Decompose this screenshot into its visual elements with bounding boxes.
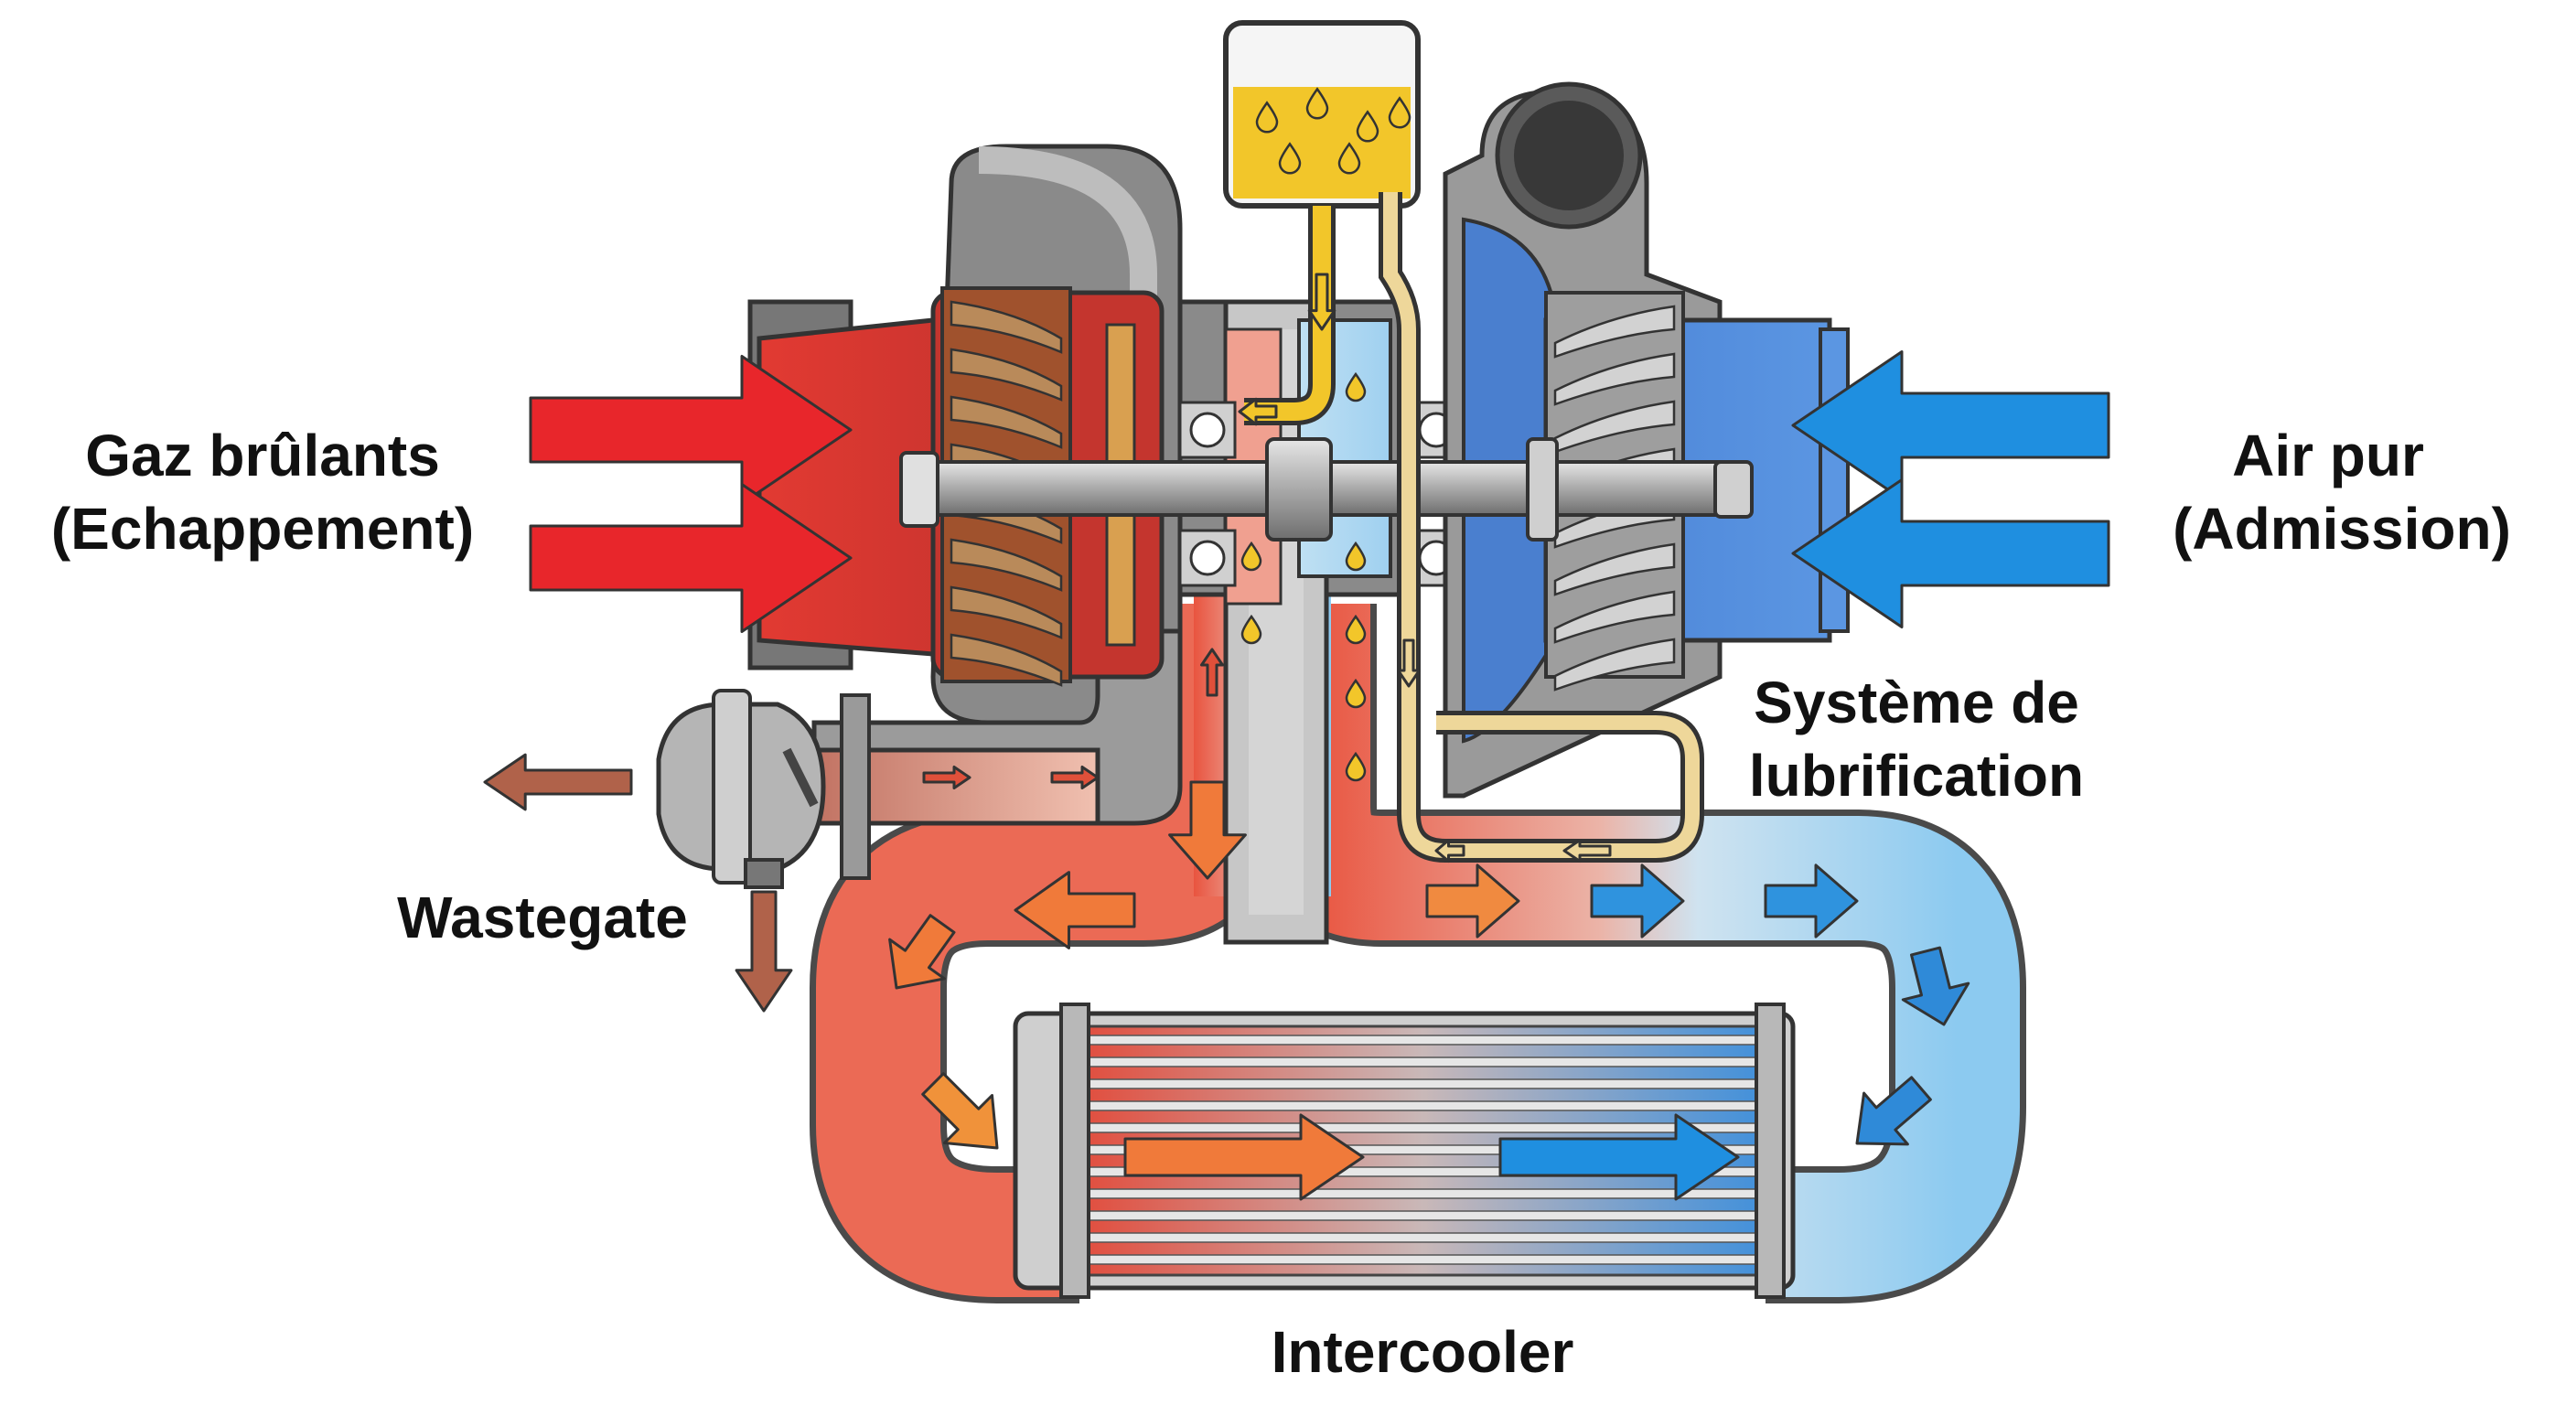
exhaust-arrow-upper (529, 355, 853, 505)
oil-drop (1345, 541, 1367, 572)
tank-oil-drop (1337, 142, 1361, 175)
turbine-blade (950, 538, 1063, 592)
turbo-shaft (899, 437, 1754, 542)
oil-flow-arrows (1238, 273, 1612, 863)
core-tube (1074, 1100, 1771, 1111)
bearing-ball (1189, 540, 1226, 576)
oil-drop (1240, 614, 1262, 645)
compressor-blade (1553, 638, 1676, 692)
tank-oil-drop (1255, 101, 1279, 134)
exhaust-arrow-lower (529, 483, 853, 633)
pipe-arrow-hot-left (1014, 871, 1136, 949)
turbine-blade (950, 300, 1063, 354)
tank-oil-drop (1388, 96, 1411, 129)
oil-return-arrow-left2 (1434, 839, 1465, 863)
tank-oil-drop (1278, 142, 1302, 175)
turbine-blade (950, 348, 1063, 402)
oil-return-arrow (1397, 638, 1421, 688)
intake-label-line2: (Admission) (2173, 496, 2511, 562)
compressor-blade (1553, 305, 1676, 359)
oil-arrow-left (1238, 397, 1278, 426)
compressor-blade (1553, 542, 1676, 596)
oil-drops (1240, 371, 1367, 782)
lubrication-label-line1: Système de (1754, 670, 2079, 735)
oil-drop (1345, 751, 1367, 782)
labels: Gaz brûlants (Echappement) Air pur (Admi… (51, 423, 2511, 1385)
wastegate-label: Wastegate (397, 885, 688, 950)
exhaust-label-line1: Gaz brûlants (85, 423, 440, 488)
pipe-arrow-cold-down (1901, 946, 1970, 1026)
pipe-arrow-hot-in (921, 1072, 999, 1150)
lubrication-label-line2: lubrification (1749, 743, 2084, 809)
wg-arrow-2 (1050, 766, 1100, 789)
pipe-arrow-hot-down (1168, 780, 1247, 880)
bearing-ball (1189, 412, 1226, 448)
oil-drop (1345, 614, 1367, 645)
wastegate-exit-arrow-down (735, 890, 793, 1013)
turbine-blade (950, 633, 1063, 687)
pipe-arrow-cool-right (1590, 863, 1685, 938)
tank-oil-drop (1305, 87, 1329, 120)
flow-arrows (483, 350, 2110, 1201)
oil-arrow-down (1307, 273, 1336, 331)
wastegate-exit-arrow-left (483, 753, 633, 811)
core-tube (1074, 1035, 1771, 1046)
core-arrow-hot (1123, 1113, 1365, 1201)
oil-lines (1244, 192, 1704, 863)
core-tube (1074, 1210, 1771, 1221)
pipe-arrow-cold-in (1855, 1076, 1932, 1146)
wastegate-flow-arrows (922, 648, 1224, 789)
compressor-blade (1553, 352, 1676, 406)
intake-label-line1: Air pur (2232, 423, 2424, 488)
oil-drop (1240, 541, 1262, 572)
core-tube (1074, 1056, 1771, 1067)
core-tube (1074, 1254, 1771, 1265)
core-tube (1074, 1122, 1771, 1133)
tank-oil-drop (1356, 110, 1379, 143)
pipe-arrow-hot-curve (888, 914, 956, 990)
wg-arrow-1 (922, 766, 971, 789)
pipe-arrow-cold-right (1764, 863, 1859, 938)
exhaust-label-line2: (Echappement) (51, 496, 474, 562)
wg-arrow-up (1200, 648, 1224, 697)
turbine-blade (950, 395, 1063, 449)
intake-arrow-upper (1791, 350, 2110, 500)
oil-return-arrow-left (1562, 839, 1612, 863)
turbine-blade (950, 585, 1063, 639)
compressor-blade (1553, 400, 1676, 454)
intercooler-label: Intercooler (1272, 1319, 1574, 1385)
compressor-blade (1553, 590, 1676, 644)
oil-drop (1345, 678, 1367, 709)
oil-drop (1345, 371, 1367, 402)
oil-reservoir-icon (1223, 20, 1421, 209)
wastegate-valve-icon (656, 689, 1100, 889)
core-tube (1074, 1188, 1771, 1199)
core-tube (1074, 1078, 1771, 1089)
pipe-arrow-warm-right (1425, 863, 1520, 938)
core-arrow-cold (1498, 1113, 1740, 1201)
core-tube (1074, 1232, 1771, 1243)
intake-arrow-lower (1791, 478, 2110, 628)
